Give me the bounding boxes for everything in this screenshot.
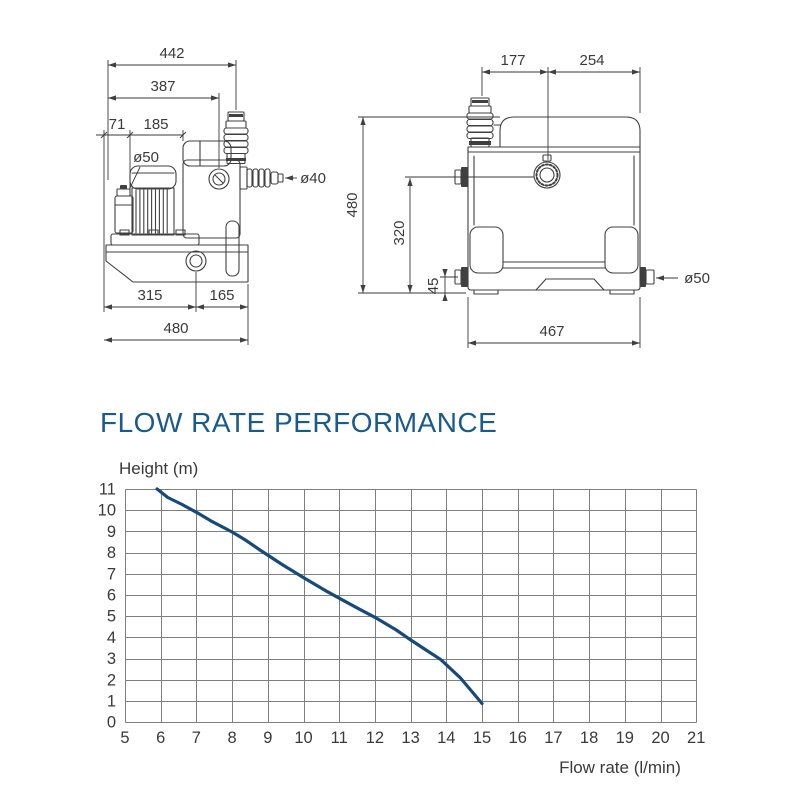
y-axis-tick-label: 2	[107, 671, 116, 689]
dim-side-overall-width: 442	[159, 45, 184, 62]
dim-front-overall-height: 480	[344, 192, 361, 217]
dimension-arrowhead	[188, 304, 196, 310]
dimension-arrowhead	[104, 337, 112, 343]
x-axis-tick-label: 21	[687, 729, 705, 747]
dimension-arrowhead	[108, 62, 116, 68]
x-axis-tick-label: 19	[616, 729, 634, 747]
x-axis-tick-label: 16	[509, 729, 527, 747]
dim-front-base-width: 467	[539, 323, 564, 340]
dim-side-base-rear: 165	[209, 287, 234, 304]
dim-front-outlet-height: 45	[425, 278, 442, 295]
dimension-arrowhead	[632, 69, 640, 75]
dim-side-left-offset: 71	[109, 116, 126, 133]
y-axis-tick-label: 10	[98, 502, 116, 520]
dim-side-motor-span: 185	[143, 116, 168, 133]
dimension-arrowhead	[482, 69, 490, 75]
dim-front-outlet-diameter: ø50	[684, 270, 710, 287]
dimension-arrowhead	[407, 178, 413, 186]
dimension-arrowhead	[442, 269, 448, 277]
x-axis-tick-label: 12	[366, 729, 384, 747]
y-axis-tick-label: 1	[107, 693, 116, 711]
pump-front-view-drawing: 177 254 480 320 45 467 ø50	[344, 52, 710, 348]
pump-side-view-drawing: 442 387 71 185 ø50 ø40 315 165 480	[96, 45, 326, 345]
x-axis-tick-label: 20	[651, 729, 669, 747]
x-axis-tick-label: 14	[437, 729, 455, 747]
x-axis-tick-label: 11	[331, 729, 348, 747]
x-axis-tick-label: 5	[120, 729, 129, 747]
dim-front-top-width: 254	[579, 52, 604, 69]
dimension-arrowhead	[104, 304, 112, 310]
front-view-dimension-lines	[358, 67, 678, 348]
chart-x-axis-title: Flow rate (l/min)	[559, 758, 681, 777]
y-axis-tick-label: 9	[107, 523, 116, 541]
dimension-arrowhead	[656, 275, 664, 281]
chart-grid	[125, 489, 697, 723]
handle-slot	[225, 220, 240, 277]
dim-side-outlet-diameter: ø40	[300, 170, 326, 187]
technical-drawings: 442 387 71 185 ø50 ø40 315 165 480	[96, 45, 710, 348]
dimension-arrowhead	[540, 69, 548, 75]
section-title: FLOW RATE PERFORMANCE	[100, 407, 498, 438]
x-axis-tick-label: 10	[294, 729, 312, 747]
performance-curve	[155, 487, 484, 706]
dim-side-base-total: 480	[163, 320, 188, 337]
dimension-arrowhead	[211, 95, 219, 101]
dimension-arrowhead	[442, 293, 448, 301]
dim-side-inlet-diameter: ø50	[133, 149, 159, 166]
y-axis-tick-label: 6	[107, 587, 116, 605]
side-view-outline	[105, 111, 284, 283]
y-axis-tick-label: 7	[107, 565, 116, 583]
x-axis-tick-label: 9	[263, 729, 272, 747]
dimension-arrowhead	[360, 285, 366, 293]
x-axis-tick-label: 7	[192, 729, 201, 747]
chart-y-axis-title: Height (m)	[119, 459, 199, 478]
front-view-dimension-arrows	[360, 69, 664, 346]
y-axis-tick-label: 0	[107, 714, 116, 732]
x-axis-tick-label: 18	[580, 729, 598, 747]
x-axis-tick-label: 15	[473, 729, 491, 747]
y-axis-tick-label: 4	[107, 629, 116, 647]
x-axis-tick-label: 6	[156, 729, 165, 747]
dimension-arrowhead	[108, 95, 116, 101]
y-axis-tick-label: 11	[99, 481, 116, 499]
x-axis-tick-label: 17	[544, 729, 562, 747]
dimension-arrowhead	[228, 62, 236, 68]
dimension-arrowhead	[196, 304, 204, 310]
front-view-outline	[454, 97, 655, 295]
dim-side-duct-offset: 387	[150, 78, 175, 95]
dim-front-side-port-height: 320	[391, 220, 408, 245]
dimension-arrowhead	[240, 304, 248, 310]
dimension-arrowhead	[407, 285, 413, 293]
dimension-arrowhead	[285, 175, 293, 181]
y-axis-tick-label: 5	[107, 608, 116, 626]
dimension-arrowhead	[548, 69, 556, 75]
side-view-dimension-lines	[96, 60, 297, 345]
dimension-arrowhead	[240, 337, 248, 343]
dimension-arrowhead	[468, 340, 476, 346]
y-axis-tick-label: 8	[107, 544, 116, 562]
motor-cooling-fins	[135, 189, 168, 234]
side-view-dimension-arrows	[104, 62, 293, 343]
dim-side-base-front: 315	[137, 287, 162, 304]
dim-front-inlet-offset: 177	[500, 52, 525, 69]
dimension-arrowhead	[632, 340, 640, 346]
dimension-arrowhead	[360, 117, 366, 125]
y-axis-tick-label: 3	[107, 650, 116, 668]
x-axis-tick-label: 8	[228, 729, 237, 747]
x-axis-tick-label: 13	[401, 729, 419, 747]
